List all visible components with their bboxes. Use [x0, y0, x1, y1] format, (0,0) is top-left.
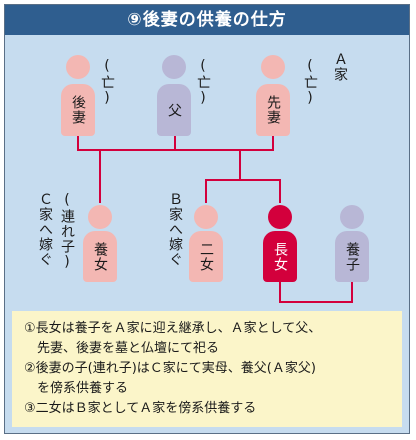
marriage-line-bottom — [279, 282, 353, 303]
note-line: ①長女は養子をＡ家に迎え継承し、Ａ家として父、 — [24, 321, 322, 336]
second-wife-label: 後妻 — [70, 95, 86, 125]
children-line — [205, 150, 281, 203]
father-deceased: (亡) — [195, 58, 211, 107]
eldest-daughter-label: 長女 — [272, 241, 288, 272]
remarried-label: (連れ子) — [59, 192, 75, 271]
note-line-continued: を傍系供養する — [37, 381, 129, 396]
adopted-son-head — [340, 205, 364, 229]
note-line-continued: 先妻、後妻を墓と仏壇にて祀る — [37, 341, 220, 356]
note-item: ②後妻の子(連れ子)はＣ家にて実母、養父(Ａ家父) を傍系供養する — [24, 359, 394, 399]
father-head — [162, 55, 186, 79]
house-c-label: Ｃ家へ嫁ぐ — [37, 192, 53, 267]
diagram-title: ⑨後妻の供養の仕方 — [5, 5, 409, 35]
second-daughter-body: 二女 — [189, 231, 223, 282]
second-daughter-head — [194, 205, 218, 229]
second-wife-deceased: (亡) — [99, 58, 115, 107]
first-wife-deceased: (亡) — [302, 58, 318, 107]
father-label: 父 — [166, 102, 182, 118]
stepchild-body: 養女 — [83, 231, 117, 282]
first-wife-label: 先妻 — [265, 95, 281, 125]
eldest-daughter-head — [268, 205, 292, 229]
second-daughter-label: 二女 — [198, 241, 214, 272]
note-item: ③二女はＢ家としてＡ家を傍系供養する — [24, 399, 394, 419]
adopted-son-label: 養子 — [344, 241, 360, 272]
father-body: 父 — [157, 84, 191, 136]
second-wife-head — [66, 55, 90, 79]
notes-box: ①長女は養子をＡ家に迎え継承し、Ａ家として父、 先妻、後妻を墓と仏壇にて祀る ②… — [12, 311, 402, 427]
house-a-label: Ａ家 — [332, 52, 348, 82]
first-wife-body: 先妻 — [256, 84, 290, 136]
eldest-daughter-body: 長女 — [263, 231, 297, 282]
second-wife-body: 後妻 — [61, 84, 95, 136]
adopted-son-body: 養子 — [335, 231, 369, 282]
note-line: ②後妻の子(連れ子)はＣ家にて実母、養父(Ａ家父) — [24, 361, 316, 376]
note-line: ③二女はＢ家としてＡ家を傍系供養する — [24, 401, 257, 416]
note-item: ①長女は養子をＡ家に迎え継承し、Ａ家として父、 先妻、後妻を墓と仏壇にて祀る — [24, 319, 394, 359]
house-b-label: Ｂ家へ嫁ぐ — [167, 192, 183, 267]
stepchild-head — [88, 205, 112, 229]
first-wife-head — [261, 55, 285, 79]
stepchild-label: 養女 — [92, 241, 108, 272]
